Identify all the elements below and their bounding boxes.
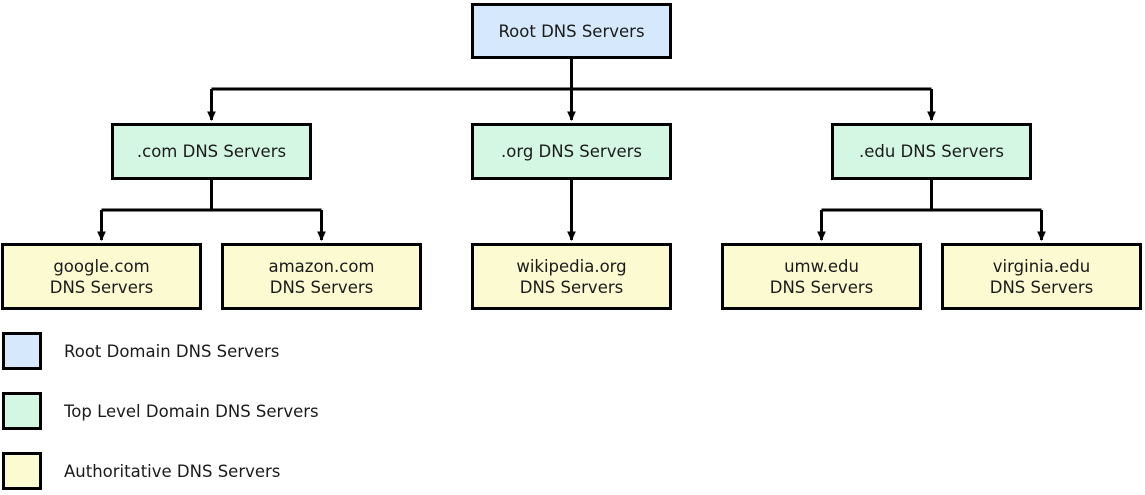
- legend-swatch-root-domain: [2, 332, 42, 370]
- node-label: .org DNS Servers: [500, 142, 643, 161]
- node-org-dns-servers[interactable]: .org DNS Servers: [471, 123, 672, 180]
- node-label: wikipedia.org DNS Servers: [516, 256, 627, 297]
- node-label: amazon.com DNS Servers: [268, 256, 375, 297]
- node-umw-edu-dns-servers[interactable]: umw.edu DNS Servers: [721, 243, 922, 310]
- legend-item-root-domain: Root Domain DNS Servers: [2, 332, 279, 370]
- node-google-com-dns-servers[interactable]: google.com DNS Servers: [1, 243, 202, 310]
- legend-label-top-level-domain: Top Level Domain DNS Servers: [64, 401, 319, 421]
- node-edu-dns-servers[interactable]: .edu DNS Servers: [831, 123, 1032, 180]
- legend-label-root-domain: Root Domain DNS Servers: [64, 341, 280, 361]
- node-label: virginia.edu DNS Servers: [989, 256, 1094, 297]
- node-label: .com DNS Servers: [136, 142, 287, 161]
- node-label: google.com DNS Servers: [49, 256, 154, 297]
- node-label: .edu DNS Servers: [858, 142, 1005, 161]
- legend-item-authoritative: Authoritative DNS Servers: [2, 452, 280, 490]
- legend-label-authoritative: Authoritative DNS Servers: [64, 461, 281, 481]
- node-virginia-edu-dns-servers[interactable]: virginia.edu DNS Servers: [941, 243, 1142, 310]
- node-root-dns-servers[interactable]: Root DNS Servers: [471, 3, 672, 59]
- node-amazon-com-dns-servers[interactable]: amazon.com DNS Servers: [221, 243, 422, 310]
- node-com-dns-servers[interactable]: .com DNS Servers: [111, 123, 312, 180]
- legend-swatch-top-level-domain: [2, 392, 42, 430]
- legend-swatch-authoritative: [2, 452, 42, 490]
- node-wikipedia-org-dns-servers[interactable]: wikipedia.org DNS Servers: [471, 243, 672, 310]
- legend-item-top-level-domain: Top Level Domain DNS Servers: [2, 392, 319, 430]
- node-label: Root DNS Servers: [498, 21, 645, 41]
- node-label: umw.edu DNS Servers: [769, 256, 874, 297]
